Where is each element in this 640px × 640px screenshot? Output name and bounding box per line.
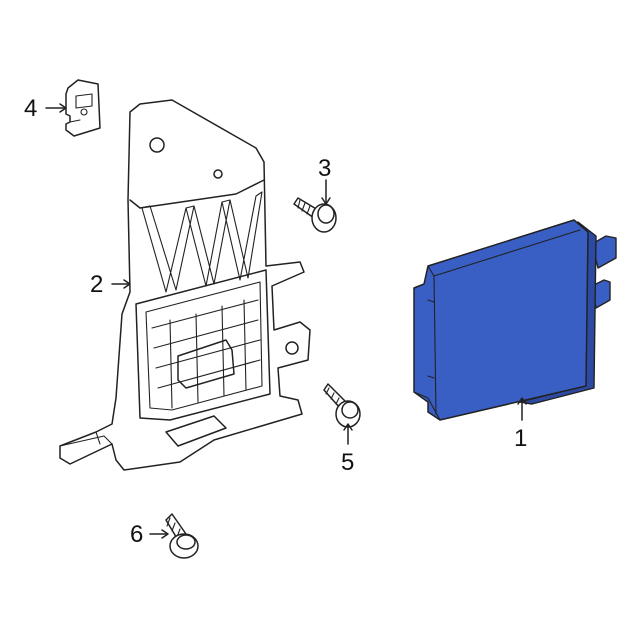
module-front-plate (427, 275, 437, 415)
bracket-ribs (139, 191, 263, 293)
bolt-3-thread (297, 199, 311, 215)
bracket-left-tab (59, 431, 113, 447)
bracket-outline (59, 99, 311, 471)
bolt-3[interactable] (293, 197, 337, 233)
callout-5: 5 (341, 449, 354, 476)
clip[interactable] (65, 79, 101, 137)
bolt-5-thread (325, 387, 340, 405)
clip-hole (80, 108, 88, 116)
bracket-lower-plate-inner (145, 281, 263, 411)
bracket-lower-plate (135, 269, 271, 421)
screw-6[interactable] (165, 513, 199, 559)
clip-body (65, 79, 101, 137)
bolt-3-head (317, 204, 335, 224)
module-bottom-flange (413, 391, 441, 421)
bracket-grid (151, 299, 261, 409)
mounting-bracket[interactable] (59, 99, 311, 471)
leader-lines (45, 103, 527, 539)
bracket-window (177, 339, 235, 389)
module-connector-tab-upper (591, 235, 617, 269)
callout-1: 1 (514, 425, 527, 452)
bracket-ledge (129, 179, 265, 209)
arrowhead-4 (59, 103, 67, 113)
bolt-5-head (341, 401, 359, 419)
clip-slot (69, 93, 93, 123)
bolt-5[interactable] (323, 383, 361, 428)
control-module[interactable] (413, 219, 617, 421)
bracket-hole-small (213, 169, 223, 179)
callout-3: 3 (318, 155, 331, 182)
arrowhead-3 (321, 197, 331, 205)
screw-6-head (176, 534, 196, 550)
module-body (413, 219, 589, 421)
bracket-foot (165, 415, 227, 447)
arrowhead-2 (123, 279, 131, 289)
arrowhead-6 (161, 529, 169, 539)
arrowhead-1 (517, 397, 527, 405)
arrowhead-5 (343, 423, 353, 431)
callout-2: 2 (90, 271, 103, 298)
callout-6: 6 (130, 521, 143, 548)
bracket-hole-upper (149, 137, 165, 153)
bracket-hole-side (285, 341, 299, 355)
callout-4: 4 (24, 95, 37, 122)
